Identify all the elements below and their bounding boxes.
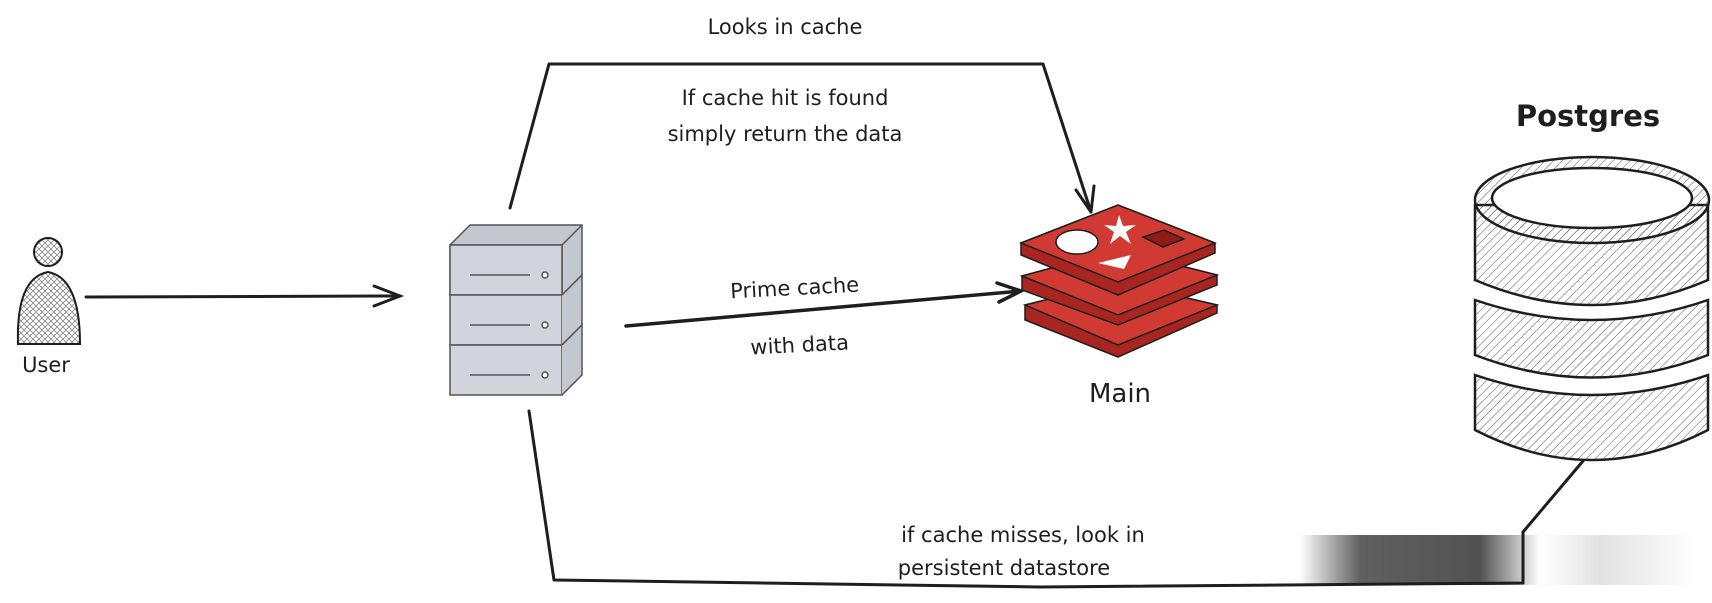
- database-label: Postgres: [1516, 99, 1660, 133]
- looks-in-cache-label: Looks in cache: [708, 15, 863, 39]
- prime-cache-label-2: with data: [750, 330, 850, 359]
- watermark: [1300, 535, 1700, 585]
- prime-cache-arrow: [624, 281, 1026, 328]
- cache-miss-label-2: persistent datastore: [898, 556, 1110, 580]
- server-icon: [449, 224, 583, 396]
- user-icon: [16, 237, 82, 345]
- cache-miss-label-1: if cache misses, look in: [901, 523, 1145, 547]
- database-cylinder-icon: [1473, 155, 1711, 462]
- user-label: User: [22, 353, 70, 377]
- prime-cache-label-1: Prime cache: [730, 273, 860, 304]
- cache-hit-label-1: If cache hit is found: [682, 86, 889, 110]
- cache-hit-label-2: simply return the data: [668, 122, 903, 146]
- cache-miss-path: [527, 409, 1585, 589]
- cache-label: Main: [1089, 379, 1151, 409]
- looks-in-cache-arrow: [508, 62, 1096, 214]
- redis-stack-icon: [1018, 204, 1220, 358]
- user-to-server-arrow: [84, 284, 405, 308]
